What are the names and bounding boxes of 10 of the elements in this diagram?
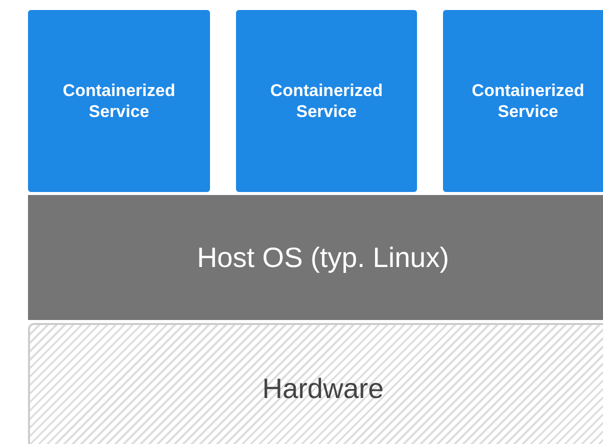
service-box [28, 10, 210, 192]
service-box [236, 10, 417, 192]
layer-label: Hardware [262, 372, 384, 406]
os-layer [28, 195, 603, 320]
service-box [443, 10, 603, 192]
layer-label: Containerized Service [62, 80, 176, 122]
hardware-layer [28, 323, 603, 444]
layer-label: Containerized Service [269, 80, 384, 122]
layer-label: Host OS (typ. Linux) [196, 241, 450, 275]
layer-label: Containerized Service [470, 80, 586, 122]
